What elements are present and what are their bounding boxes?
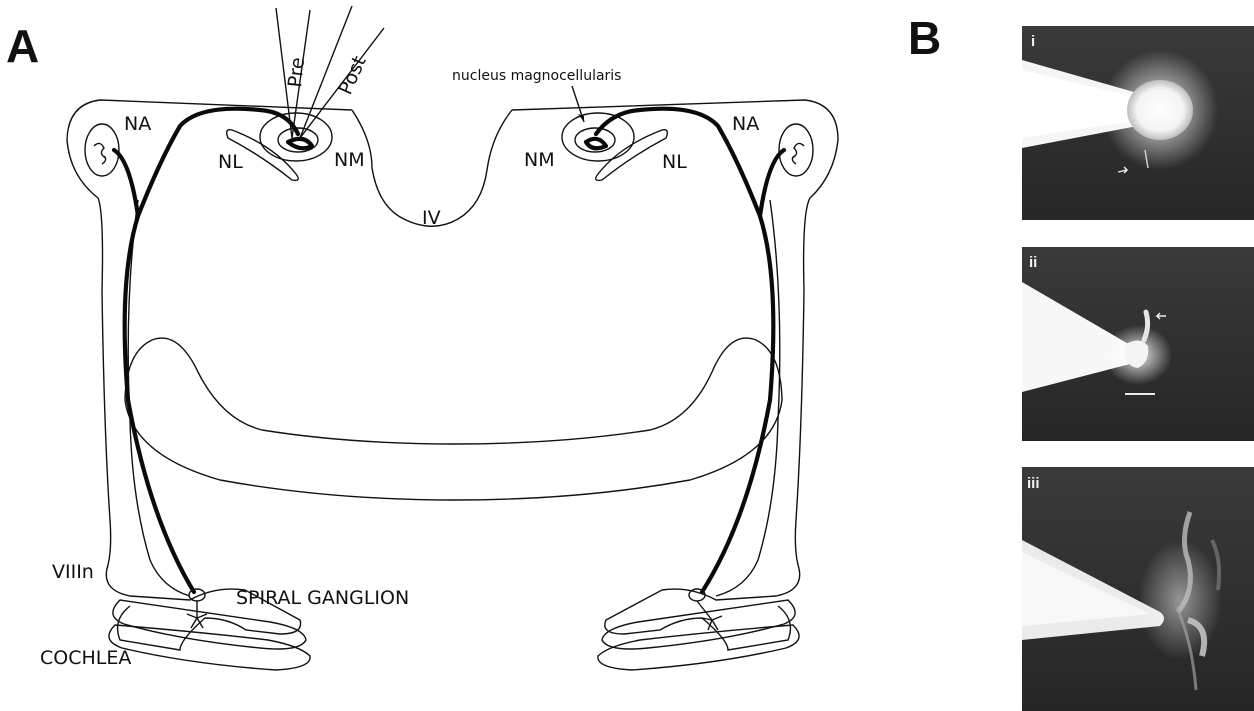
- panel-b: B i ii: [908, 12, 1254, 711]
- label-cochlea: COCHLEA: [40, 647, 131, 669]
- nerve-fiber-right: [596, 109, 773, 592]
- label-nl-left: NL: [218, 151, 243, 173]
- label-na-right: NA: [732, 113, 759, 135]
- label-nm-right: NM: [524, 149, 555, 171]
- micrograph-i: i: [1022, 26, 1254, 220]
- nuclei: [85, 113, 813, 180]
- label-spiral-ganglion: SPIRAL GANGLION: [236, 587, 409, 609]
- label-nucleus-magnocellularis: nucleus magnocellularis: [452, 68, 621, 84]
- label-fourth-ventricle: IV: [422, 207, 441, 229]
- label-viiin: VIIIn: [52, 561, 94, 583]
- na-terminals: [94, 143, 804, 164]
- label-pre: Pre: [284, 56, 309, 88]
- label-nm-left: NM: [334, 149, 365, 171]
- label-nl-right: NL: [662, 151, 687, 173]
- auditory-nerve-pathways: [114, 109, 784, 592]
- micrograph-ii: ii: [1022, 247, 1254, 441]
- panel-a-letter: A: [6, 20, 39, 72]
- micrograph-iii-label: iii: [1027, 475, 1040, 492]
- panel-a: A: [6, 6, 838, 670]
- nerve-fiber-left: [125, 109, 298, 592]
- micrograph-iii: iii: [1022, 467, 1254, 711]
- label-na-left: NA: [124, 113, 151, 135]
- ganglion-cell-right: [689, 589, 705, 601]
- panel-b-letter: B: [908, 12, 941, 64]
- ganglion-cell-left: [189, 589, 205, 601]
- brainstem-outline: [67, 100, 838, 670]
- nm-right-nucleus: [562, 113, 634, 161]
- micrograph-ii-label: ii: [1029, 254, 1037, 271]
- micrograph-i-label: i: [1031, 33, 1035, 50]
- label-post: Post: [334, 53, 370, 98]
- nl-right-nucleus: [596, 130, 668, 181]
